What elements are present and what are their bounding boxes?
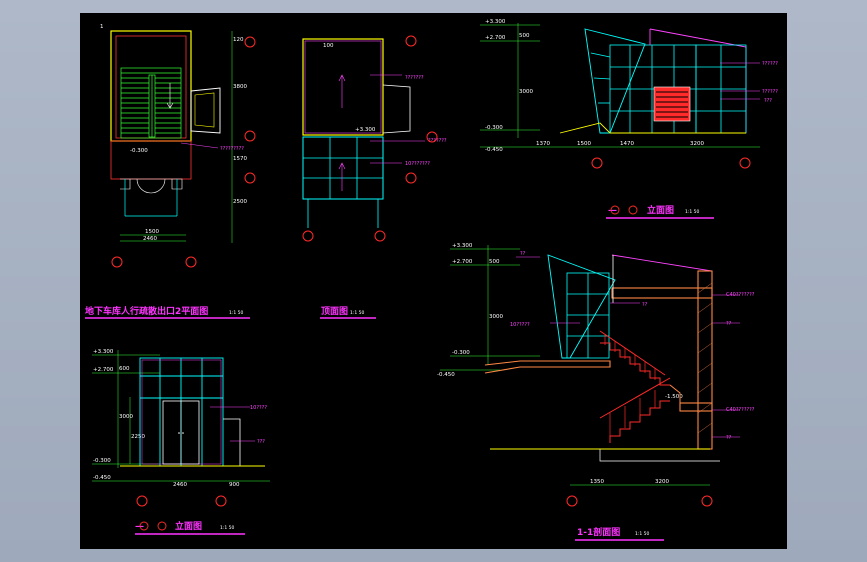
svg-text:??: ?? bbox=[642, 302, 648, 308]
plan-drawing: 1 120 3800 1570 2500 1500 2460 -0.300 ??… bbox=[85, 24, 256, 319]
roof-axis-circles bbox=[302, 35, 438, 242]
front-elevation-title: 立面图 bbox=[175, 520, 202, 532]
plan-title: 地下车库人行疏散出口2平面图 bbox=[85, 305, 208, 317]
section-drawing: +3.300 +2.700 -0.300 -0.450 -1.500 500 3… bbox=[437, 243, 755, 541]
drawing-canvas[interactable]: 1 120 3800 1570 2500 1500 2460 -0.300 ??… bbox=[80, 13, 787, 549]
side-elevation-title-prefix: — bbox=[608, 206, 617, 216]
front-elevation-title-prefix: — bbox=[135, 522, 144, 532]
svg-text:3000: 3000 bbox=[489, 314, 503, 320]
svg-text:1:1 50: 1:1 50 bbox=[685, 209, 700, 215]
svg-text:3200: 3200 bbox=[690, 141, 704, 147]
svg-text:500: 500 bbox=[519, 33, 530, 39]
roof-title: 顶面图 bbox=[321, 306, 348, 317]
svg-text:???????: ??????? bbox=[428, 138, 447, 144]
svg-text:+3.300: +3.300 bbox=[452, 243, 473, 249]
section-stair bbox=[599, 330, 671, 443]
svg-text:+2.700: +2.700 bbox=[93, 367, 114, 373]
svg-text:10?????: 10????? bbox=[510, 322, 530, 328]
svg-text:1370: 1370 bbox=[536, 141, 550, 147]
svg-text:3200: 3200 bbox=[655, 479, 669, 485]
svg-text:3000: 3000 bbox=[119, 414, 133, 420]
svg-text:500: 500 bbox=[489, 259, 500, 265]
svg-text:??: ?? bbox=[726, 321, 732, 327]
svg-text:1:1 50: 1:1 50 bbox=[229, 310, 244, 316]
svg-text:2250: 2250 bbox=[131, 434, 145, 440]
svg-text:900: 900 bbox=[229, 482, 240, 488]
svg-text:??: ?? bbox=[520, 251, 526, 257]
svg-text:C40???????: C40??????? bbox=[726, 292, 755, 298]
plan-section-mark: 1 bbox=[100, 24, 104, 30]
svg-text:10????: 10???? bbox=[250, 405, 267, 411]
svg-text:1:1 50: 1:1 50 bbox=[350, 310, 365, 316]
plan-dim-w1: 1500 bbox=[145, 229, 159, 235]
svg-text:???: ??? bbox=[764, 98, 772, 104]
side-elevation-title: 立面图 bbox=[647, 204, 674, 216]
louver-vent bbox=[653, 86, 691, 122]
svg-text:??????: ?????? bbox=[762, 89, 778, 95]
svg-text:10???????: 10??????? bbox=[405, 161, 430, 167]
front-elev-axis-circles bbox=[136, 495, 227, 507]
plan-dim-bot: 2500 bbox=[233, 199, 247, 205]
svg-text:1500: 1500 bbox=[577, 141, 591, 147]
plan-axis-circles bbox=[111, 36, 256, 268]
svg-text:+2.700: +2.700 bbox=[452, 259, 473, 265]
svg-text:-0.300: -0.300 bbox=[93, 458, 111, 464]
plan-dim-top: 120 bbox=[233, 37, 244, 43]
svg-text:-0.300: -0.300 bbox=[485, 125, 503, 131]
side-elevation-drawing: +3.300 +2.700 -0.300 -0.450 500 3000 bbox=[480, 19, 778, 219]
svg-text:1:1 50: 1:1 50 bbox=[635, 531, 650, 537]
svg-text:600: 600 bbox=[119, 366, 130, 372]
svg-text:1470: 1470 bbox=[620, 141, 634, 147]
svg-text:-0.450: -0.450 bbox=[93, 475, 111, 481]
svg-text:???????: ??????? bbox=[405, 75, 424, 81]
plan-dim-mid: 3800 bbox=[233, 84, 247, 90]
section-title: 1-1剖面图 bbox=[577, 526, 620, 538]
roof-drawing: ??????? ??????? 10??????? +3.300 100 顶面图… bbox=[302, 35, 447, 319]
side-elev-axis-circles bbox=[591, 157, 751, 169]
svg-text:+3.300: +3.300 bbox=[93, 349, 114, 355]
svg-text:C40???????: C40??????? bbox=[726, 407, 755, 413]
svg-text:??????: ?????? bbox=[762, 61, 778, 67]
svg-text:+3.300: +3.300 bbox=[485, 19, 506, 25]
front-elevation-drawing: +3.300 +2.700 -0.300 -0.450 600 3000 225… bbox=[92, 349, 270, 535]
cad-drawing: 1 120 3800 1570 2500 1500 2460 -0.300 ??… bbox=[85, 19, 778, 541]
plan-note: ????????? bbox=[220, 146, 244, 152]
plan-dim-low: 1570 bbox=[233, 156, 247, 162]
svg-text:-0.450: -0.450 bbox=[437, 372, 455, 378]
svg-text:3000: 3000 bbox=[519, 89, 533, 95]
svg-text:2460: 2460 bbox=[173, 482, 187, 488]
section-axis-circles bbox=[566, 495, 713, 507]
svg-text:-1.500: -1.500 bbox=[665, 394, 683, 400]
roof-dim-small: 100 bbox=[323, 43, 334, 49]
svg-text:???: ??? bbox=[257, 439, 265, 445]
plan-stair-treads bbox=[120, 67, 182, 139]
svg-text:+2.700: +2.700 bbox=[485, 35, 506, 41]
svg-text:1350: 1350 bbox=[590, 479, 604, 485]
plan-level: -0.300 bbox=[130, 148, 148, 154]
plan-dim-w2: 2460 bbox=[143, 236, 157, 242]
svg-text:??: ?? bbox=[726, 435, 732, 441]
svg-text:-0.300: -0.300 bbox=[452, 350, 470, 356]
svg-text:1:1 50: 1:1 50 bbox=[220, 525, 235, 531]
svg-text:-0.450: -0.450 bbox=[485, 147, 503, 153]
roof-level: +3.300 bbox=[355, 127, 376, 133]
